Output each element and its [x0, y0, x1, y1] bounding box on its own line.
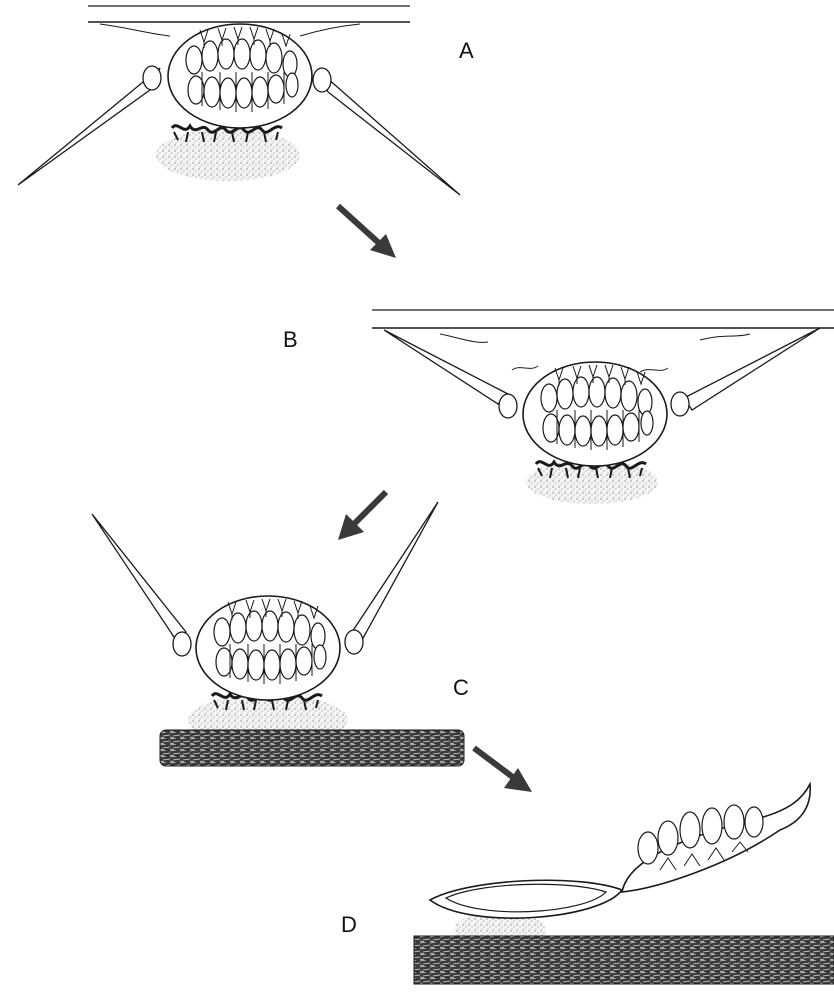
statoblast-capsule — [168, 24, 312, 128]
panel-label-d: D — [341, 912, 357, 938]
left-spine — [384, 330, 508, 404]
substrate — [160, 730, 464, 766]
statoblast-capsule — [523, 362, 667, 466]
right-spine — [352, 502, 438, 640]
arrow-b-to-c — [338, 492, 386, 540]
right-spine — [318, 70, 460, 195]
panel-d — [414, 784, 834, 984]
panel-c — [92, 502, 464, 766]
float-mass — [156, 129, 300, 181]
left-spine — [18, 68, 160, 185]
statoblast-capsule — [196, 596, 340, 700]
right-spine — [684, 328, 820, 410]
panel-a — [18, 6, 460, 195]
arrow-c-to-d — [474, 748, 532, 792]
panel-label-b: B — [283, 327, 298, 353]
panel-label-c: C — [453, 675, 469, 701]
panel-b — [372, 310, 834, 504]
panel-label-a: A — [459, 38, 474, 64]
left-spine — [92, 514, 186, 640]
substrate — [414, 936, 834, 984]
arrow-a-to-b — [338, 206, 396, 258]
